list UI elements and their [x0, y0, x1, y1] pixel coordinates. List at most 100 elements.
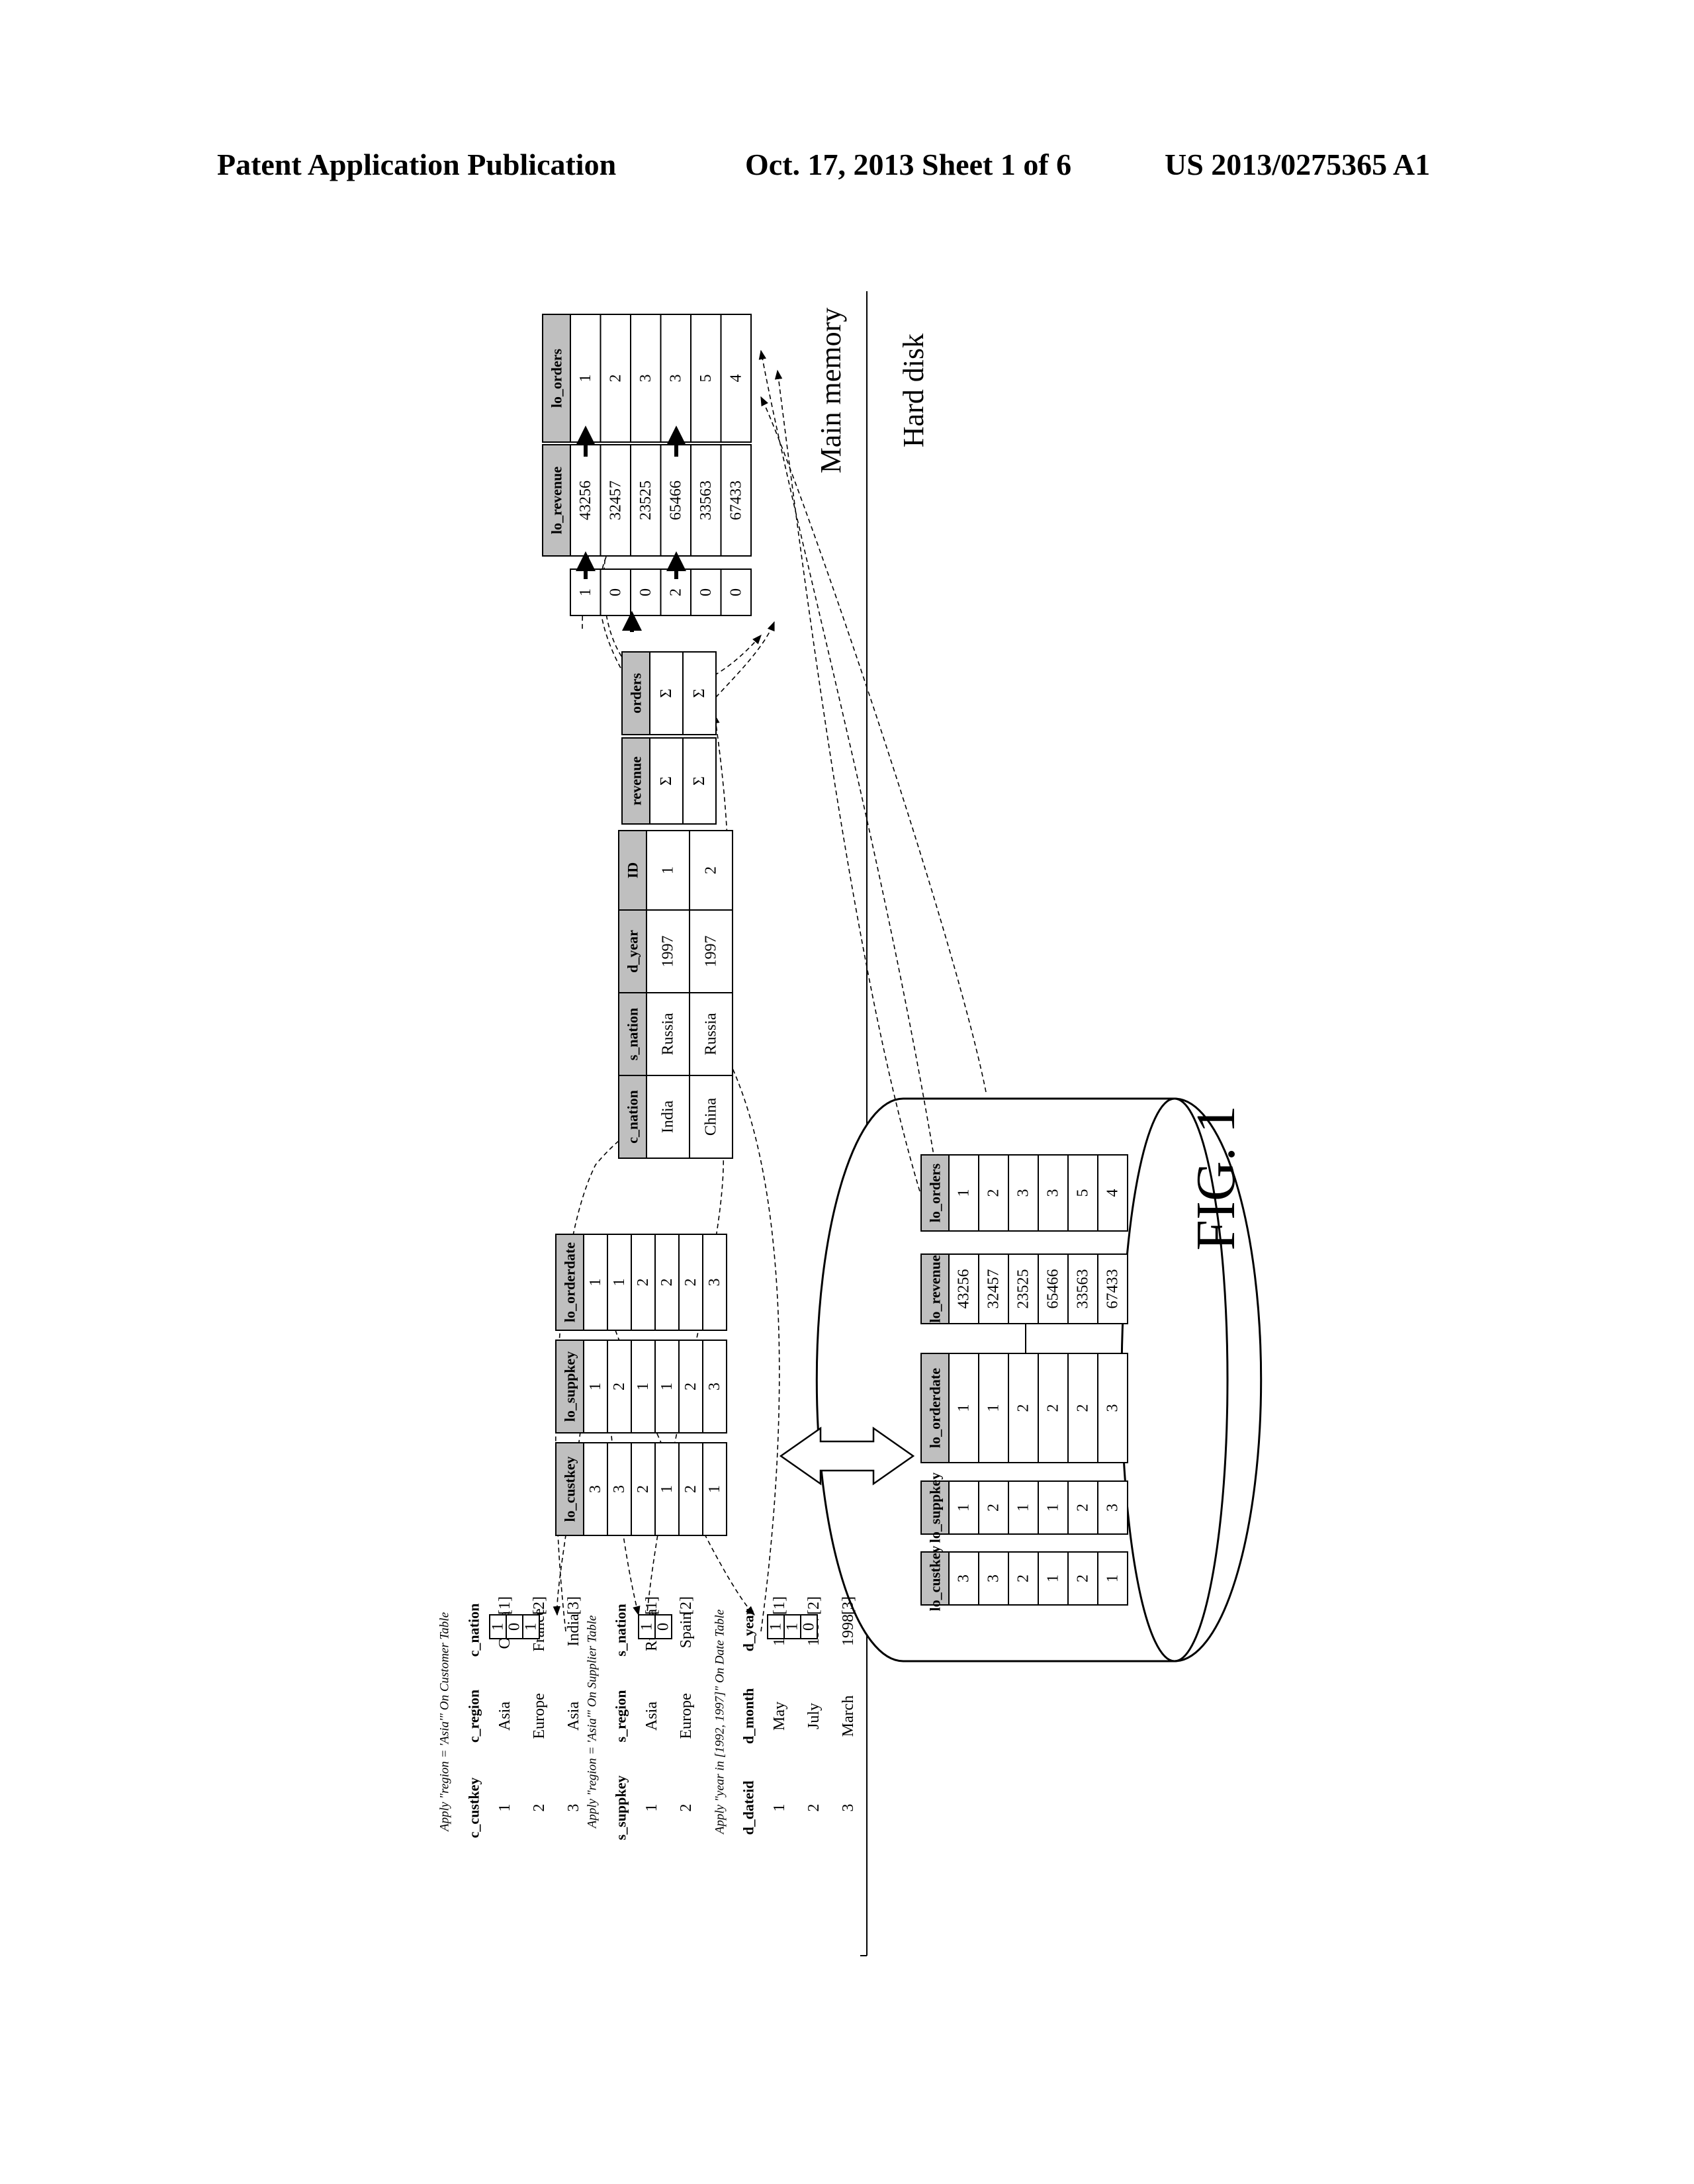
memory-lo_orders-value-text: 3 — [637, 375, 654, 383]
disk-lo_suppkey-value-text: 1 — [1015, 1504, 1032, 1512]
date-d_dateid-value-text: 3 — [840, 1804, 857, 1812]
disk-lo_orders-value: 4 — [1104, 1189, 1122, 1197]
memory-lo_orders-value-text: 2 — [607, 375, 624, 383]
memory-lo_orders-value-text: 1 — [577, 375, 594, 383]
supplier-s_region-header-text: s_region — [613, 1690, 629, 1742]
disk-lo_orders-cell — [1008, 1154, 1039, 1232]
disk-lo_suppkey-value: 1 — [1015, 1504, 1032, 1512]
group-vector-cell — [600, 569, 631, 616]
memory-lo_orderdate-header-text: lo_orderdate — [562, 1242, 578, 1322]
supplier-s_suppkey-header: s_suppkey — [613, 1776, 629, 1841]
memory-lo_revenue-value-text: 65466 — [667, 480, 684, 520]
disk-lo_orderdate-value-text: 2 — [1015, 1404, 1032, 1412]
memory-lo_suppkey-value: 3 — [706, 1383, 723, 1390]
group-vector-value-text: 0 — [637, 588, 654, 596]
disk-lo_orderdate-value-text: 1 — [956, 1404, 973, 1412]
customer-c_region-header: c_region — [466, 1690, 482, 1743]
date-bitmap-value-text: 0 — [801, 1623, 818, 1631]
date-d_month-header: d_month — [740, 1688, 757, 1744]
disk-lo_orders-value-text: 3 — [1015, 1189, 1032, 1197]
date-row-id: [1] — [771, 1596, 788, 1615]
memory-lo_orders-value: 5 — [697, 375, 715, 383]
memory-lo_orders-cell — [720, 314, 752, 443]
memory-lo_custkey-cell — [583, 1442, 608, 1536]
memory-lo_suppkey-value-text: 3 — [706, 1383, 723, 1390]
disk-lo_orderdate-value: 2 — [1045, 1404, 1062, 1412]
supplier-s_suppkey-value-text: 1 — [643, 1804, 660, 1812]
memory-lo_suppkey-cell — [654, 1340, 680, 1433]
customer-bitmap-value-text: 0 — [506, 1623, 523, 1631]
disk-lo_orders-value: 2 — [985, 1189, 1003, 1197]
date-row-id-text: [2] — [805, 1596, 823, 1615]
disk-lo_orderdate-value: 2 — [1075, 1404, 1092, 1412]
group-d_year-cell — [646, 909, 690, 993]
disk-lo_custkey-header-text: lo_custkey — [927, 1546, 944, 1612]
date-bitmap-value-text: 1 — [768, 1623, 785, 1631]
agg-revenue-value: Σ — [691, 776, 708, 786]
supplier-s_region-header: s_region — [613, 1690, 629, 1742]
group-ID-value-text: 2 — [703, 866, 720, 874]
disk-lo_revenue-value-text: 43256 — [956, 1269, 973, 1309]
disk-lo_custkey-value-text: 3 — [956, 1574, 973, 1582]
memory-lo_custkey-value: 2 — [682, 1485, 699, 1493]
group-ID-cell — [646, 830, 690, 911]
date-d_month-value: May — [771, 1702, 788, 1731]
customer-bitmap-value-text: 1 — [523, 1623, 540, 1631]
memory-lo_suppkey-cell — [583, 1340, 608, 1433]
group-d_year-value: 1997 — [660, 936, 677, 968]
group-d_year-value-text: 1997 — [660, 936, 677, 968]
main-memory-label: Main memory — [815, 308, 847, 474]
disk-lo_custkey-value-text: 1 — [1045, 1574, 1062, 1582]
memory-lo_revenue-value-text: 33563 — [697, 480, 715, 520]
disk-lo_custkey-cell — [948, 1551, 979, 1606]
group-d_year-value: 1997 — [703, 936, 720, 968]
memory-lo_revenue-header: lo_revenue — [549, 467, 565, 534]
group-s_nation-value: Russia — [660, 1013, 677, 1055]
group-s_nation-header-text: s_nation — [625, 1008, 641, 1060]
group-ID-header: ID — [625, 862, 641, 878]
memory-disk-transfer-arrow — [779, 1426, 915, 1486]
date-row-id: [2] — [805, 1596, 823, 1615]
memory-lo_revenue-cell — [690, 444, 722, 557]
disk-lo_custkey-value: 2 — [1075, 1574, 1092, 1582]
agg-orders-cell — [649, 651, 684, 735]
memory-lo_orderdate-cell — [607, 1234, 632, 1331]
group-d_year-header-text: d_year — [625, 930, 641, 973]
disk-lo_suppkey-header: lo_suppkey — [927, 1473, 944, 1543]
supplier-s_suppkey-header-text: s_suppkey — [613, 1776, 629, 1841]
disk-lo_orderdate-header-cell — [920, 1353, 950, 1463]
supplier-s_region-value-text: Asia — [643, 1702, 660, 1731]
memory-lo_orders-header-text: lo_orders — [549, 348, 565, 408]
disk-lo_custkey-value-text: 2 — [1015, 1574, 1032, 1582]
fig-label-group: FIG. 1 — [1185, 1105, 1247, 1250]
agg-revenue-value-text: Σ — [691, 776, 708, 786]
memory-lo_custkey-value-text: 2 — [635, 1485, 652, 1493]
supplier-s_nation-header-text: s_nation — [613, 1604, 629, 1656]
memory-lo_custkey-value-text: 1 — [706, 1485, 723, 1493]
figure-label: FIG. 1 — [1185, 1105, 1247, 1250]
group-ID-cell — [689, 830, 733, 911]
memory-lo_suppkey-value: 2 — [611, 1383, 628, 1390]
customer-bitmap-cell — [506, 1614, 523, 1639]
memory-lo_orderdate-value-text: 2 — [682, 1279, 699, 1287]
disk-lo_custkey-header-cell — [920, 1551, 950, 1606]
supplier-bitmap-value-text: 0 — [655, 1623, 672, 1631]
agg-revenue-value: Σ — [658, 776, 675, 786]
memory-lo_suppkey-cell — [607, 1340, 632, 1433]
supplier-s_nation-value-text: Spain — [678, 1612, 695, 1649]
customer-row-id: [1] — [496, 1596, 513, 1615]
memory-lo_orders-cell — [690, 314, 722, 443]
customer-c_nation-value: India — [565, 1614, 582, 1647]
memory-lo_orders-value: 1 — [577, 375, 594, 383]
main-memory-label-group: Main memory — [815, 308, 847, 474]
group-d_year-header: d_year — [625, 930, 641, 973]
customer-c_region-value-text: Asia — [496, 1702, 513, 1731]
customer-row-id-text: [3] — [565, 1596, 582, 1615]
memory-lo_suppkey-value-text: 1 — [658, 1383, 676, 1390]
agg-revenue-header-text: revenue — [628, 756, 645, 805]
supplier-row-id-text: [1] — [643, 1596, 660, 1615]
customer-bitmap-value-text: 1 — [490, 1623, 507, 1631]
memory-lo_orders-header: lo_orders — [549, 348, 565, 408]
memory-lo_revenue-value: 67433 — [727, 480, 744, 520]
